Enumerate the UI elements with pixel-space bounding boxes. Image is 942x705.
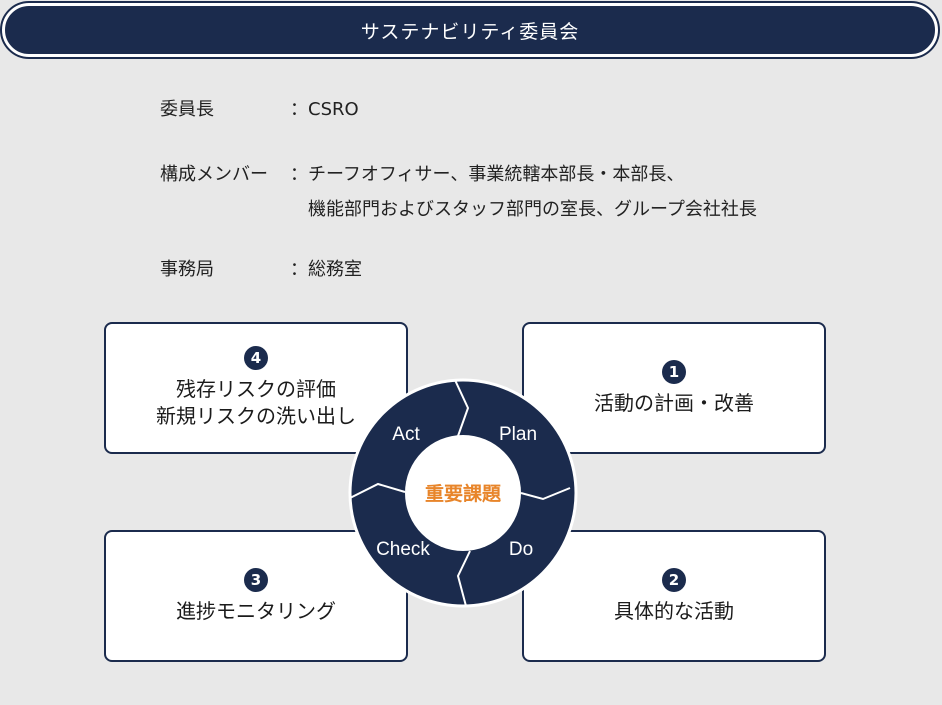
segment-do-label: Do	[509, 539, 533, 560]
step-3-box: 3 進捗モニタリング	[104, 530, 408, 662]
step-4-line2: 新規リスクの洗い出し	[156, 404, 356, 428]
step-1-line1: 活動の計画・改善	[594, 390, 754, 415]
step-4-number: 4	[244, 346, 268, 370]
step-2-box: 2 具体的な活動	[522, 530, 826, 662]
secretariat-value: 総務室	[308, 259, 362, 280]
committee-title: サステナビリティ委員会	[360, 20, 580, 43]
chair-value: CSRO	[308, 99, 359, 120]
members-value-line2: 機能部門およびスタッフ部門の室長、グループ会社社長	[308, 199, 757, 220]
committee-title-banner: サステナビリティ委員会	[0, 1, 940, 59]
secretariat-colon: ：	[290, 259, 308, 280]
segment-act-label: Act	[392, 424, 420, 445]
chair-label: 委員長	[160, 99, 214, 120]
center-label: 重要課題	[425, 482, 502, 505]
step-1-number: 1	[662, 359, 686, 384]
step-4-line1: 残存リスクの評価	[176, 377, 336, 401]
divider-right	[520, 487, 571, 501]
step-2-line1: 具体的な活動	[614, 598, 734, 623]
divider-left	[349, 482, 406, 499]
secretariat-label: 事務局	[160, 259, 214, 280]
divider-bottom	[456, 550, 471, 607]
divider-top	[454, 379, 470, 437]
members-label: 構成メンバー	[160, 164, 268, 185]
step-3-line1: 進捗モニタリング	[176, 598, 336, 623]
members-value-line1: チーフオフィサー、事業統轄本部長・本部長、	[308, 164, 685, 185]
step-3-number: 3	[244, 567, 268, 592]
members-colon: ：	[290, 164, 308, 185]
chair-colon: ：	[290, 99, 308, 120]
segment-plan-label: Plan	[499, 424, 537, 445]
segment-check-label: Check	[376, 539, 430, 560]
step-2-number: 2	[662, 567, 686, 592]
step-4-box: 4 残存リスクの評価 新規リスクの洗い出し	[104, 322, 408, 454]
pdca-center-circle	[405, 435, 521, 551]
step-1-box: 1 活動の計画・改善	[522, 322, 826, 454]
